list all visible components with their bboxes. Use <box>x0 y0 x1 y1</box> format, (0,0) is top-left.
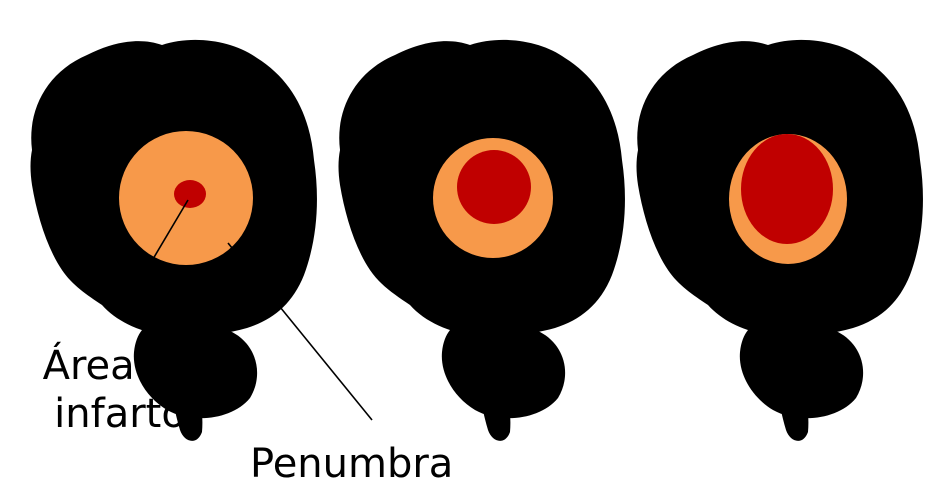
brain-stage-2 <box>339 40 625 441</box>
penumbra-label: Penumbra <box>250 440 453 488</box>
infarct-region-2 <box>457 150 531 224</box>
brain-stage-3 <box>637 40 923 441</box>
infarct-region-3 <box>741 134 833 244</box>
infarct-region-1 <box>174 180 206 208</box>
infarct-area-label: Área de infarto <box>40 342 200 438</box>
